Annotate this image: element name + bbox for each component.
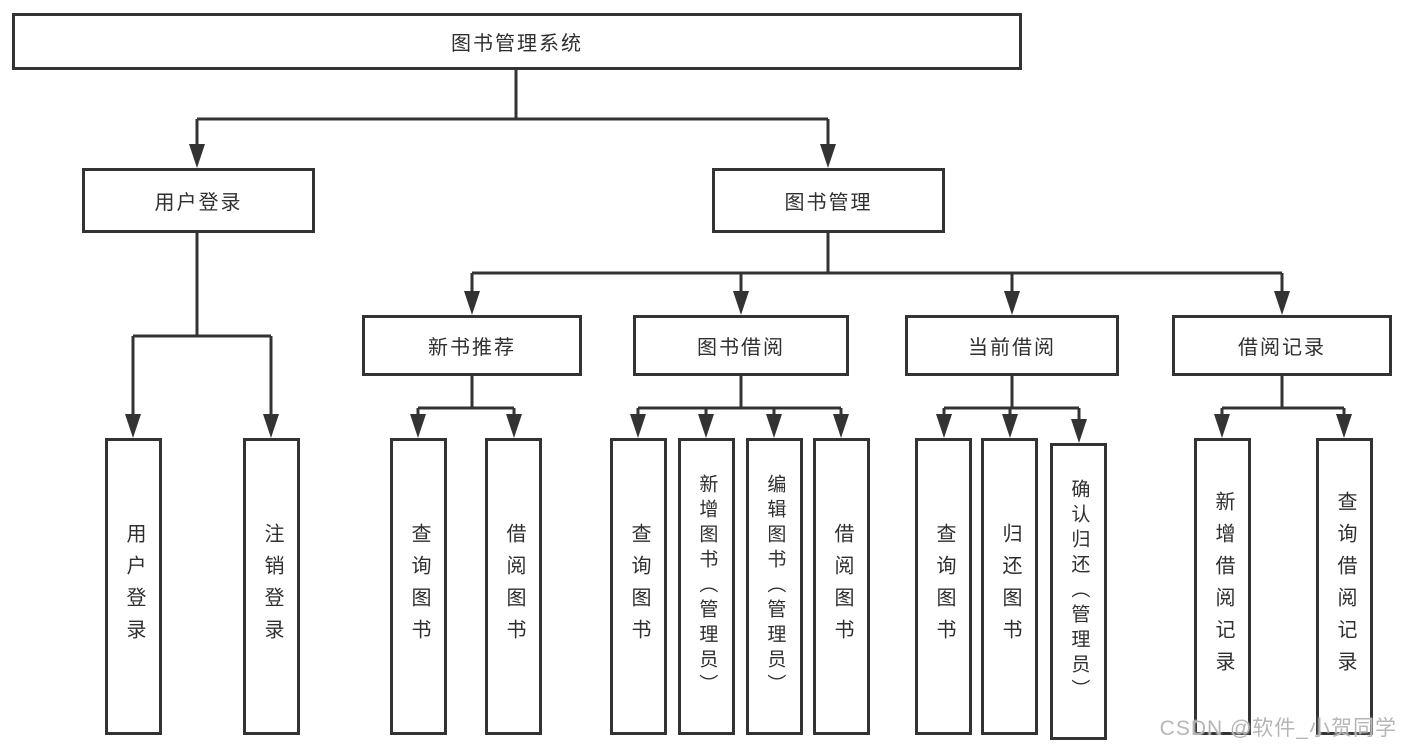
leaf-query-borrow-record: 查询借阅记录 [1316,438,1373,735]
node-borrow-records: 借阅记录 [1172,315,1392,376]
node-user-login: 用户登录 [82,168,315,233]
csdn-watermark: CSDN @软件_小贺同学 [1159,717,1397,740]
leaf-edit-book-admin-label: 编辑图书（管理员） [764,474,786,699]
leaf-logout-login: 注销登录 [243,438,300,735]
node-book-management: 图书管理 [712,168,945,233]
leaf-logout-login-label: 注销登录 [261,522,283,651]
node-borrow-records-label: 借阅记录 [1238,337,1326,359]
node-new-book-recommend: 新书推荐 [362,315,582,376]
leaf-user-login-label: 用户登录 [123,522,145,651]
leaf-add-borrow-record: 新增借阅记录 [1194,438,1251,735]
node-current-borrow: 当前借阅 [905,315,1119,376]
node-library-system: 图书管理系统 [12,13,1022,70]
node-book-borrow: 图书借阅 [633,315,849,376]
leaf-borrow-books-recommend: 借阅图书 [485,438,542,735]
leaf-return-book-label: 归还图书 [999,522,1021,651]
node-current-borrow-label: 当前借阅 [968,337,1056,359]
leaf-borrow-books-recommend-label: 借阅图书 [503,522,525,651]
leaf-query-books-recommend-label: 查询图书 [408,522,430,651]
leaf-query-books-borrow: 查询图书 [610,438,667,735]
leaf-borrow-books-borrow-label: 借阅图书 [831,522,853,651]
node-book-management-label: 图书管理 [784,192,873,214]
leaf-borrow-books-borrow: 借阅图书 [813,438,870,735]
leaf-confirm-return-admin: 确认归还（管理员） [1050,443,1107,740]
leaf-add-borrow-record-label: 新增借阅记录 [1212,490,1234,683]
node-user-login-label: 用户登录 [154,192,243,214]
leaf-confirm-return-admin-label: 确认归还（管理员） [1068,479,1090,704]
leaf-edit-book-admin: 编辑图书（管理员） [746,438,803,735]
leaf-query-books-current-label: 查询图书 [933,522,955,651]
leaf-add-book-admin-label: 新增图书（管理员） [696,474,718,699]
node-library-system-label: 图书管理系统 [451,33,583,55]
leaf-query-borrow-record-label: 查询借阅记录 [1334,490,1356,683]
leaf-user-login: 用户登录 [105,438,162,735]
leaf-query-books-current: 查询图书 [915,438,972,735]
leaf-add-book-admin: 新增图书（管理员） [678,438,735,735]
leaf-query-books-recommend: 查询图书 [390,438,447,735]
node-book-borrow-label: 图书借阅 [697,337,785,359]
node-new-book-recommend-label: 新书推荐 [428,337,516,359]
leaf-query-books-borrow-label: 查询图书 [628,522,650,651]
leaf-return-book: 归还图书 [981,438,1038,735]
